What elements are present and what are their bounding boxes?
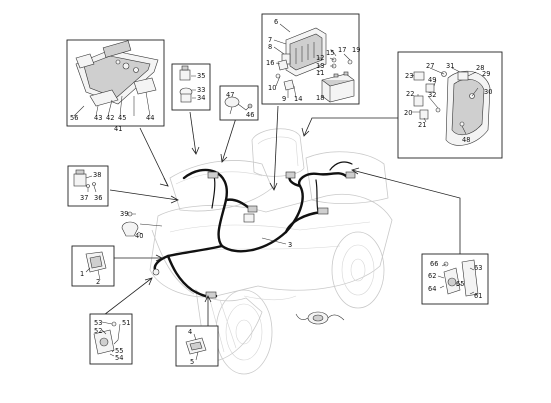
- label-32: 32: [428, 91, 436, 99]
- label-51: 51: [122, 319, 130, 327]
- label-39: 39: [120, 210, 128, 218]
- label-1: 1: [80, 270, 84, 278]
- label-64: 64: [428, 285, 436, 293]
- label-41: 41: [114, 125, 122, 133]
- label-11: 11: [316, 69, 324, 77]
- callout-lines: [99, 105, 461, 326]
- label-56: 56: [70, 114, 78, 122]
- parts-39-40: 39 40: [120, 210, 143, 240]
- label-38: 38: [93, 171, 101, 179]
- label-54: 54: [115, 354, 123, 362]
- label-8: 8: [268, 43, 272, 51]
- label-62: 62: [428, 272, 436, 280]
- box-parts-35: 35 33 34: [171, 63, 211, 111]
- label-55: 55: [115, 347, 123, 355]
- wiring-harness: [152, 161, 356, 299]
- label-9: 9: [282, 95, 286, 103]
- box-parts-46: 47 46: [219, 85, 259, 121]
- label-47: 47: [226, 91, 234, 99]
- label-63: 63: [474, 264, 482, 272]
- label-14: 14: [294, 95, 302, 103]
- label-4: 4: [188, 328, 192, 336]
- label-52: 52: [94, 327, 102, 335]
- label-15: 15: [326, 49, 334, 57]
- label-66: 66: [430, 260, 438, 268]
- label-5: 5: [190, 358, 194, 366]
- label-36: 36: [94, 194, 102, 202]
- switch-icon: [179, 69, 191, 81]
- label-29: 29: [482, 70, 490, 78]
- label-53: 53: [94, 319, 102, 327]
- connector-icon: [457, 71, 469, 81]
- label-37: 37: [80, 194, 88, 202]
- label-61: 61: [474, 292, 482, 300]
- label-49: 49: [428, 76, 436, 84]
- label-48: 48: [462, 136, 470, 144]
- box-parts-4-5: 4 5: [175, 325, 219, 367]
- label-10: 10: [268, 84, 276, 92]
- bulb-icon: [121, 221, 139, 237]
- label-harness: 3: [261, 237, 292, 249]
- label-16: 16: [266, 59, 274, 67]
- label-34: 34: [197, 94, 205, 102]
- label-30: 30: [484, 88, 492, 96]
- label-35: 35: [197, 72, 205, 80]
- box-parts-63: 66 62 64 65 63 61: [421, 253, 489, 305]
- label-6: 6: [274, 18, 278, 26]
- label-20: 20: [404, 109, 412, 117]
- label-17: 17: [338, 46, 346, 54]
- box-parts-51: 53 52 51 55 54: [89, 313, 133, 365]
- label-40: 40: [135, 232, 143, 240]
- machine-outline: [149, 128, 393, 375]
- label-42: 42: [106, 114, 114, 122]
- label-33: 33: [197, 86, 205, 94]
- label-19: 19: [352, 46, 360, 54]
- box-parts-38: 38 37 36: [67, 165, 109, 207]
- label-13: 13: [316, 62, 324, 70]
- label-23: 23: [405, 72, 413, 80]
- label-3: 3: [288, 241, 292, 249]
- label-22: 22: [406, 90, 414, 98]
- label-31: 31: [446, 62, 454, 70]
- label-46: 46: [246, 111, 254, 119]
- label-18: 18: [316, 94, 324, 102]
- label-65: 65: [456, 280, 464, 288]
- box-rear-parts: 23 27 49 31 28 29 30 22 32 20 21 48: [397, 51, 503, 159]
- label-21: 21: [418, 121, 426, 129]
- label-43: 43: [94, 114, 102, 122]
- label-28: 28: [476, 64, 484, 72]
- label-2: 2: [96, 278, 100, 286]
- label-44: 44: [146, 114, 154, 122]
- box-fuse-battery: 6 7 8 16 10 9 14 11 13 12 15 17 19 18: [261, 13, 360, 105]
- label-12: 12: [316, 54, 324, 62]
- box-parts-1-2: 1 2: [71, 245, 115, 287]
- label-7: 7: [268, 36, 272, 44]
- box-dashboard: 56 43 42 45 44 41: [66, 39, 165, 133]
- label-27: 27: [426, 62, 434, 70]
- label-45: 45: [118, 114, 126, 122]
- part-wheel-sensor: [295, 311, 345, 325]
